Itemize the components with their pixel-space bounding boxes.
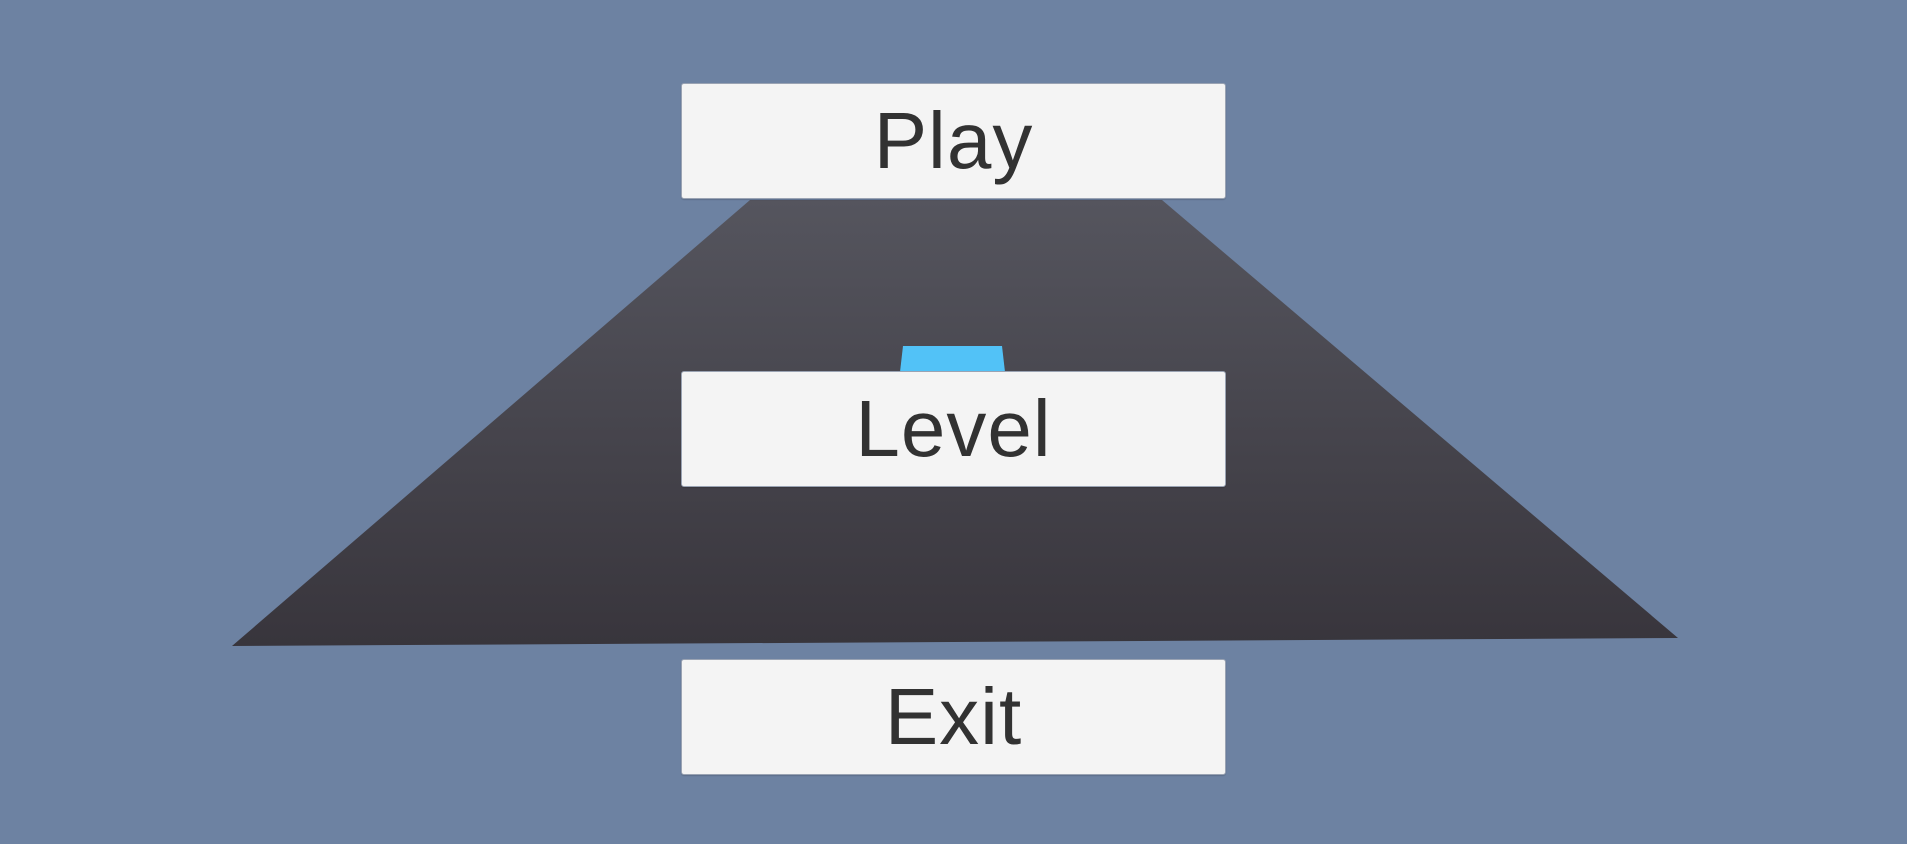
level-button[interactable]: Level: [681, 371, 1226, 487]
player-block: [900, 346, 1005, 372]
play-button-label: Play: [873, 96, 1034, 185]
play-button[interactable]: Play: [681, 83, 1226, 199]
level-button-label: Level: [855, 384, 1052, 473]
exit-button-label: Exit: [884, 672, 1023, 761]
exit-button[interactable]: Exit: [681, 659, 1226, 775]
